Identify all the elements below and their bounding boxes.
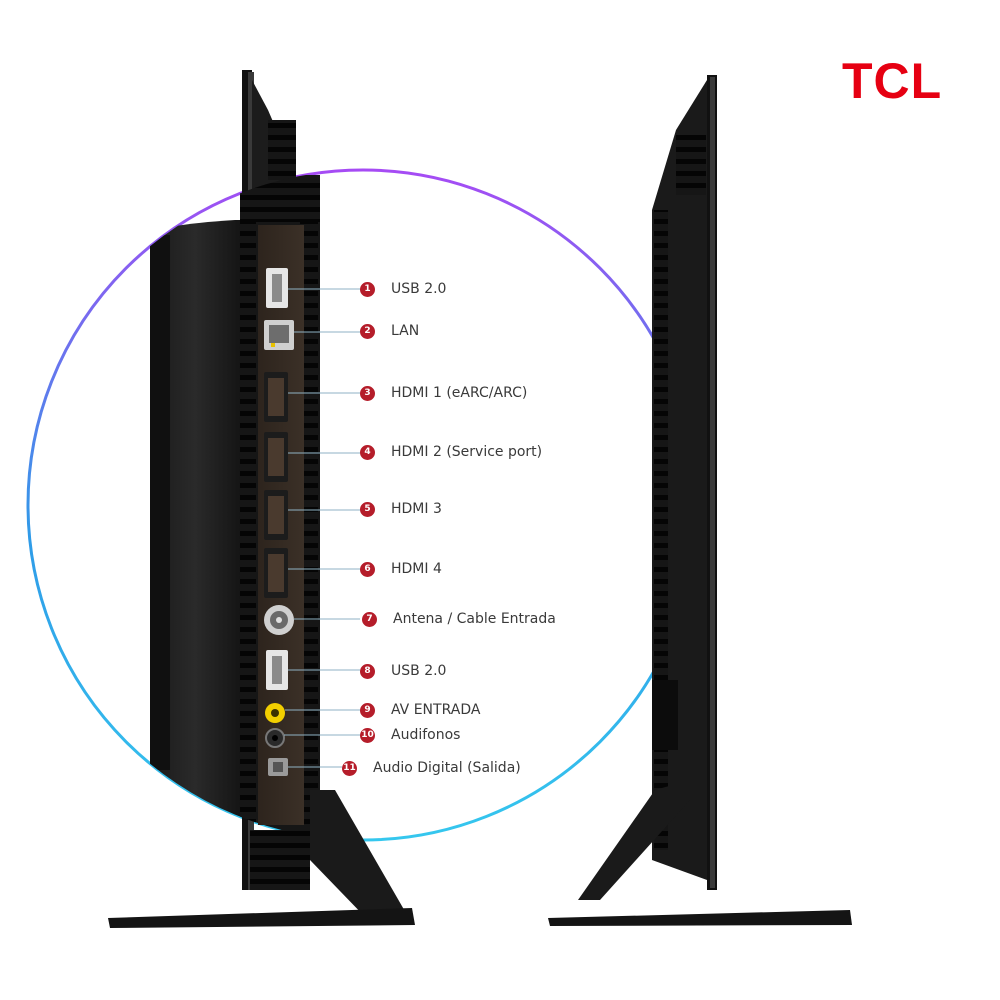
number-badge: 2 <box>360 323 375 339</box>
left-stand-foot <box>108 908 415 928</box>
optical-port-icon <box>268 758 288 776</box>
port-label: AV ENTRADA <box>391 702 481 718</box>
callout-lan: 2 LAN <box>360 321 419 341</box>
port-label: Audifonos <box>391 727 461 743</box>
port-label: LAN <box>391 323 420 339</box>
port-label: Antena / Cable Entrada <box>393 611 556 627</box>
callout-usb-8: 8 USB 2.0 <box>360 661 446 681</box>
number-badge: 1 <box>360 281 375 297</box>
hdmi-port-icon <box>264 548 288 598</box>
callout-hdmi-3: 5 HDMI 3 <box>360 499 442 519</box>
usb-port-icon <box>266 268 288 308</box>
right-stand-foot <box>548 910 852 926</box>
left-stand-neck <box>310 790 410 920</box>
number-badge: 4 <box>360 444 375 460</box>
port-label: HDMI 1 (eARC/ARC) <box>391 385 528 401</box>
av-port-icon <box>265 703 285 723</box>
number-badge: 8 <box>360 663 375 679</box>
callout-antenna: 7 Antena / Cable Entrada <box>362 609 556 629</box>
port-label: HDMI 3 <box>391 501 442 517</box>
number-badge: 9 <box>360 702 375 718</box>
number-badge: 10 <box>360 727 375 743</box>
usb-port-icon <box>266 650 288 690</box>
tcl-logo: TCL <box>842 53 943 109</box>
number-badge: 7 <box>362 611 377 627</box>
port-label: USB 2.0 <box>391 663 447 679</box>
hdmi-port-icon <box>264 432 288 482</box>
callout-hdmi-2: 4 HDMI 2 (Service port) <box>360 442 542 462</box>
port-label: HDMI 4 <box>391 561 442 577</box>
lan-port-icon <box>264 320 294 350</box>
leader-lines <box>284 288 360 768</box>
callout-headphones: 10 Audifonos <box>360 725 460 745</box>
hdmi-port-icon <box>264 372 288 422</box>
ports <box>264 268 294 776</box>
callout-hdmi-4: 6 HDMI 4 <box>360 559 442 579</box>
callout-av: 9 AV ENTRADA <box>360 700 480 720</box>
port-label: USB 2.0 <box>391 281 447 297</box>
number-badge: 5 <box>360 501 375 517</box>
port-label: HDMI 2 (Service port) <box>391 444 543 460</box>
callout-usb-1: 1 USB 2.0 <box>360 279 446 299</box>
right-tv-side <box>548 75 852 926</box>
callout-digital-audio: 11 Audio Digital (Salida) <box>342 758 521 778</box>
coax-port-icon <box>264 605 294 635</box>
callout-hdmi-1: 3 HDMI 1 (eARC/ARC) <box>360 383 527 403</box>
port-label: Audio Digital (Salida) <box>373 760 521 776</box>
headphone-jack-icon <box>265 728 285 748</box>
number-badge: 3 <box>360 385 375 401</box>
right-stand-neck <box>578 780 690 900</box>
number-badge: 6 <box>360 561 375 577</box>
number-badge: 11 <box>342 760 357 776</box>
hdmi-port-icon <box>264 490 288 540</box>
